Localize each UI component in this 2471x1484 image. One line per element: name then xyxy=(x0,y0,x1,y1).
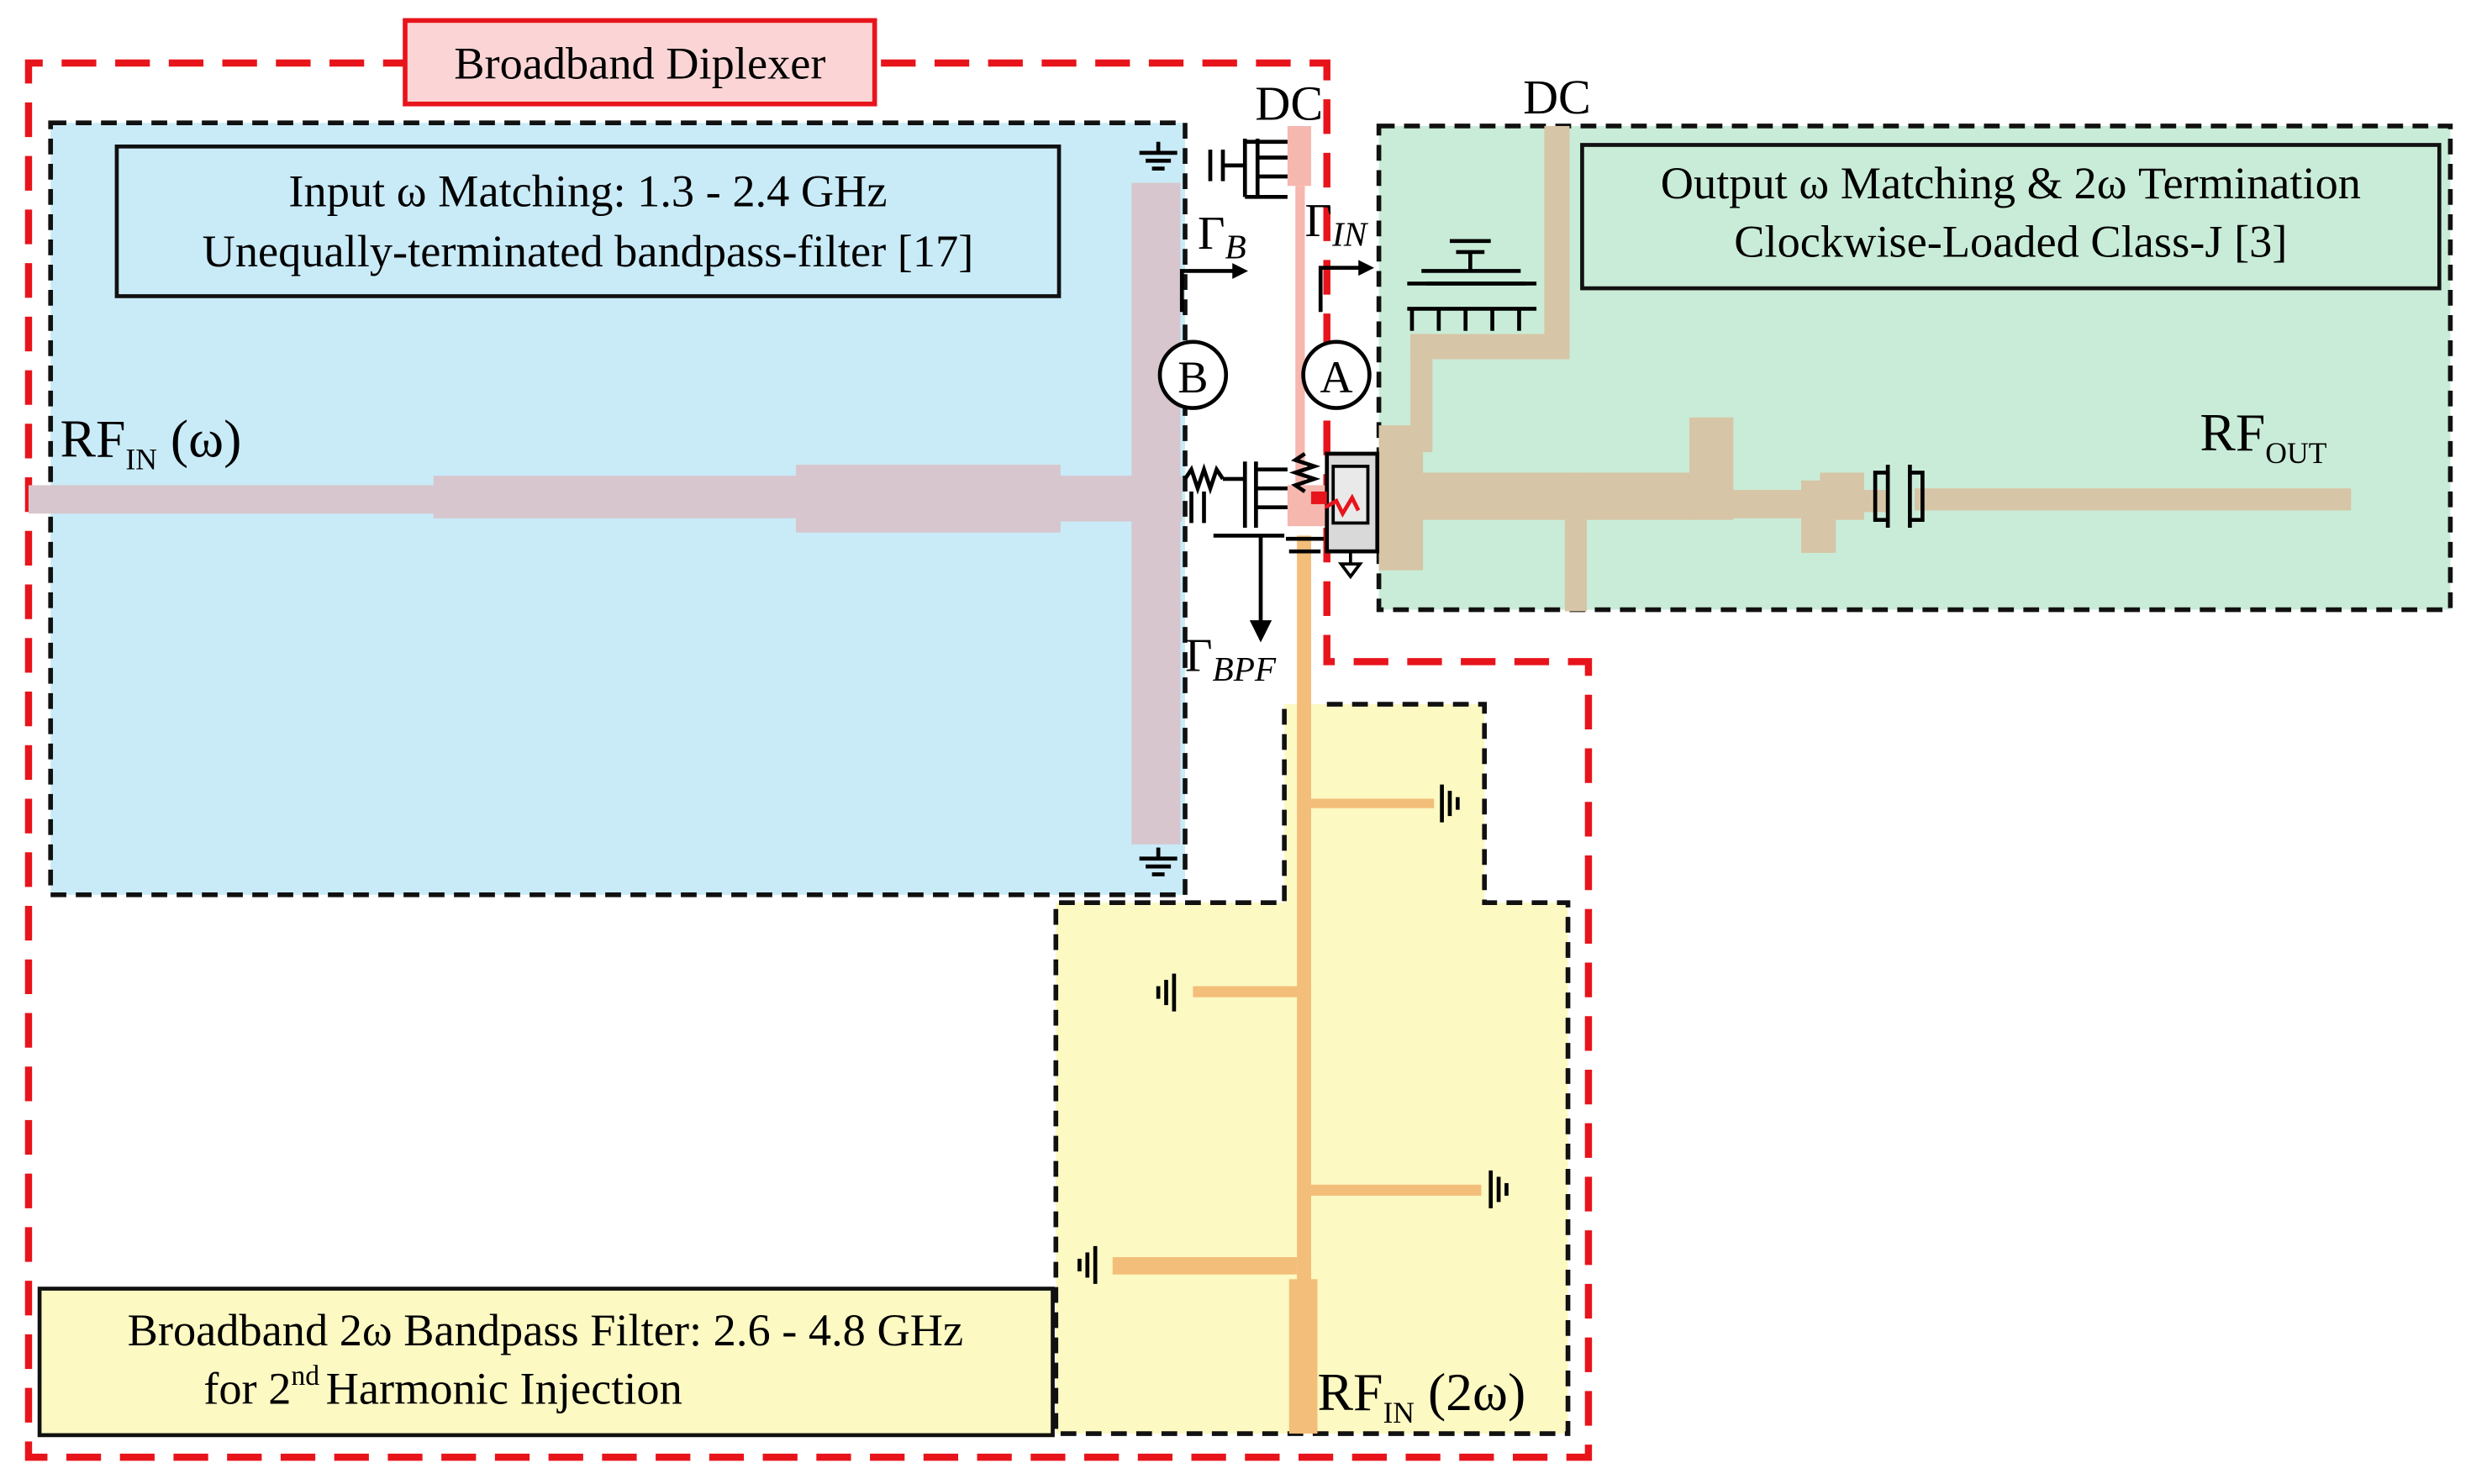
input-matching-line2: Unequally-terminated bandpass-filter [17… xyxy=(203,226,974,276)
diplexer-title: Broadband Diplexer xyxy=(403,18,877,107)
rf-in-2w-label: RFIN (2ω) xyxy=(1317,1362,1525,1429)
bias-capacitor-icon xyxy=(1208,138,1288,199)
rf-in-w-label: RFIN (ω) xyxy=(60,409,241,476)
node-a-label: A xyxy=(1320,352,1352,403)
rf-out-label: RFOUT xyxy=(2200,403,2326,470)
output-matching-label-box: Output ω Matching & 2ω Termination Clock… xyxy=(1580,143,2442,291)
resistor-icon xyxy=(1288,451,1321,493)
capacitor-bank-icon xyxy=(1407,239,1537,331)
output-matching-border xyxy=(1376,124,2453,613)
input-matching-border xyxy=(48,120,1188,897)
input-transmission-line xyxy=(28,182,1183,845)
bandpass-filter-label-box: Broadband 2ω Bandpass Filter: 2.6 - 4.8 … xyxy=(37,1287,1055,1438)
bandpass-filter-border xyxy=(1053,702,1571,1436)
node-b-label: B xyxy=(1178,352,1208,403)
series-capacitor-icon xyxy=(1873,465,1925,529)
junction-capacitor-icon xyxy=(1285,536,1324,554)
gamma-bpf-label: ΓBPF xyxy=(1185,630,1277,688)
output-matching-line2: Clockwise-Loaded Class-J [3] xyxy=(1734,217,2287,267)
gamma-b-arrow xyxy=(1179,263,1248,313)
pink-bias-line xyxy=(1287,125,1325,527)
diplexer-title-text: Broadband Diplexer xyxy=(454,39,825,89)
input-matching-label-box: Input ω Matching: 1.3 - 2.4 GHz Unequall… xyxy=(114,145,1062,298)
diplexer-border xyxy=(24,59,1593,1461)
output-matching-line1: Output ω Matching & 2ω Termination xyxy=(1661,158,2361,208)
ground-icon xyxy=(1140,141,1178,169)
dc-right-label: DC xyxy=(1523,70,1591,124)
gamma-in-label: ΓIN xyxy=(1304,195,1368,253)
bandpass-filter-region xyxy=(1056,704,1568,1434)
bandpass-filter-line1: Broadband 2ω Bandpass Filter: 2.6 - 4.8 … xyxy=(128,1305,963,1355)
node-b-marker: B xyxy=(1157,339,1229,410)
input-matching-line1: Input ω Matching: 1.3 - 2.4 GHz xyxy=(288,166,887,217)
ground-icon xyxy=(1140,847,1178,875)
node-a-marker: A xyxy=(1301,339,1372,410)
output-transmission-line xyxy=(1378,125,2352,612)
filter-transmission-line xyxy=(1112,535,1482,1434)
stabilization-network-icon xyxy=(1183,461,1288,643)
gamma-b-label: ΓB xyxy=(1198,208,1246,266)
dc-left-label: DC xyxy=(1255,76,1323,130)
transistor-icon xyxy=(1310,451,1380,580)
gamma-in-arrow xyxy=(1318,260,1374,313)
